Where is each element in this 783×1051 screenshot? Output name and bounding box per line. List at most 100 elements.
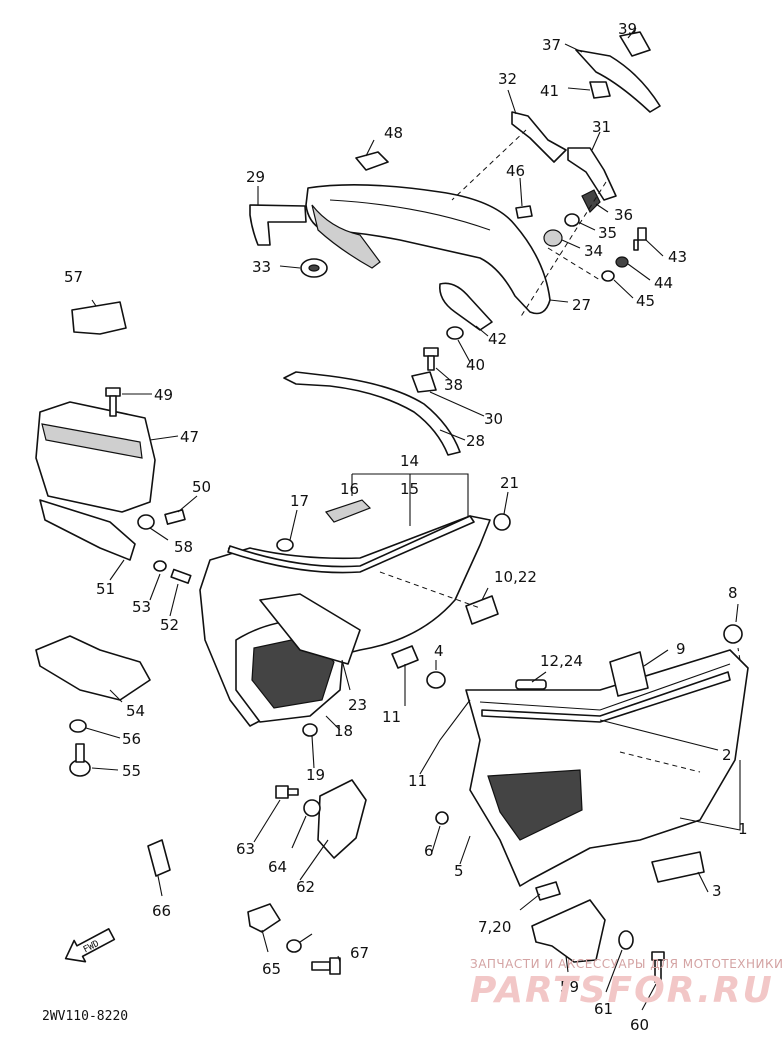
part-65-clip (147, 839, 171, 877)
part-7-20-clip (535, 881, 561, 901)
part-30-light-bracket (567, 147, 617, 201)
callout-35: 36 (614, 206, 633, 224)
part-31-light-bracket (511, 111, 567, 163)
part-3-emblem (651, 851, 705, 883)
part-9-emblem (609, 651, 649, 697)
part-17-clip (276, 538, 294, 552)
part-51-bolt (170, 568, 192, 584)
callout-29: 30 (484, 410, 503, 428)
callout-40: 41 (540, 82, 559, 100)
watermark-line1: ЗАПЧАСТИ И АКСЕССУАРЫ ДЛЯ МОТОТЕХНИКИ (470, 957, 783, 971)
part-19-screw (302, 723, 318, 737)
part-67-nut (286, 939, 302, 953)
part-38-washer (446, 326, 464, 340)
part-6-screw (435, 811, 449, 825)
callout-33: 34 (584, 242, 603, 260)
assembly-lines (379, 129, 741, 773)
part-48-bolt (105, 387, 121, 417)
part-61-bracket (317, 779, 367, 859)
part-58-bracket (531, 899, 606, 963)
callout-9: 9 (676, 640, 686, 658)
callout-64: 65 (262, 960, 281, 978)
part-57-collar (137, 514, 155, 530)
callout-59: 60 (630, 1016, 649, 1034)
callout-19: 19 (306, 766, 325, 784)
part-12-24-emblem (515, 679, 547, 690)
part-16-emblem (324, 499, 372, 523)
part-59-bolt (651, 951, 665, 983)
part-45-clip (515, 205, 533, 219)
part-41-stay (438, 282, 493, 331)
callout-62: 63 (236, 840, 255, 858)
callout-18: 18 (334, 722, 353, 740)
callout-27: 28 (466, 432, 485, 450)
callout-21: 21 (500, 474, 519, 492)
callout-10-22: 10,22 (494, 568, 537, 586)
part-49-bolt (164, 509, 186, 525)
part-8-grommet (723, 624, 743, 644)
part-54-damper (69, 743, 91, 777)
part-27-stay (283, 371, 461, 456)
callout-45: 46 (506, 162, 525, 180)
callout-55: 56 (122, 730, 141, 748)
callout-26: 27 (572, 296, 591, 314)
callout-2: 2 (722, 746, 732, 764)
callout-57: 58 (174, 538, 193, 556)
callout-8: 8 (728, 584, 738, 602)
part-50-plate (39, 499, 136, 561)
callout-46: 47 (180, 428, 199, 446)
callout-3: 3 (712, 882, 722, 900)
part-66-bolt (311, 957, 341, 975)
part-56-bracket (71, 301, 127, 335)
callout-39: 39 (618, 20, 637, 38)
callout-23: 23 (348, 696, 367, 714)
callout-65: 66 (152, 902, 171, 920)
callout-36: 37 (542, 36, 561, 54)
callout-34: 35 (598, 224, 617, 242)
callout-61: 62 (296, 878, 315, 896)
part-28-bracket (249, 204, 307, 246)
part-43-nut (615, 256, 629, 268)
callout-41: 42 (488, 330, 507, 348)
callout-58: 59 (560, 978, 579, 996)
callout-1: 1 (738, 820, 748, 838)
callout-31: 32 (498, 70, 517, 88)
callout-48: 49 (154, 386, 173, 404)
part-13-25-emblem (391, 645, 419, 669)
part-21-grommet (493, 513, 511, 531)
part-64-holder (247, 903, 281, 933)
callout-11: 11 (408, 772, 427, 790)
callout-28: 29 (246, 168, 265, 186)
part-33-collar (543, 229, 563, 247)
part-40-grommet (589, 81, 611, 99)
part-46-box (35, 401, 156, 513)
diagram-code: 2WV110-8220 (42, 1009, 128, 1024)
part-26-front-cover (305, 184, 551, 315)
callout-56: 57 (64, 268, 83, 286)
callout-51: 52 (160, 616, 179, 634)
part-29-clip (411, 371, 437, 393)
part-53-bracket (35, 635, 151, 701)
callout-32: 33 (252, 258, 271, 276)
callout-47: 48 (384, 124, 403, 142)
callout-14: 14 (400, 452, 419, 470)
callout-42: 43 (668, 248, 687, 266)
callout-53: 54 (126, 702, 145, 720)
part-60-collar (618, 930, 634, 950)
watermark-logo: PARTSFOR.RU (470, 970, 774, 1011)
part-39-clip (619, 31, 651, 57)
callout-50: 51 (96, 580, 115, 598)
part-4-grommet (426, 671, 446, 689)
part-36-panel (575, 49, 661, 113)
part-47-clip (355, 151, 389, 171)
part-52-washer (153, 560, 167, 572)
watermark: ЗАПЧАСТИ И АКСЕССУАРЫ ДЛЯ МОТОТЕХНИКИ PA… (470, 957, 783, 1011)
part-42-bolt (633, 227, 647, 251)
callout-17: 17 (290, 492, 309, 510)
part-32-grommet (300, 258, 328, 278)
leader-lines (85, 27, 741, 1011)
part-35-switch (581, 189, 601, 214)
part-34-collar (564, 213, 580, 227)
callout-63: 64 (268, 858, 287, 876)
